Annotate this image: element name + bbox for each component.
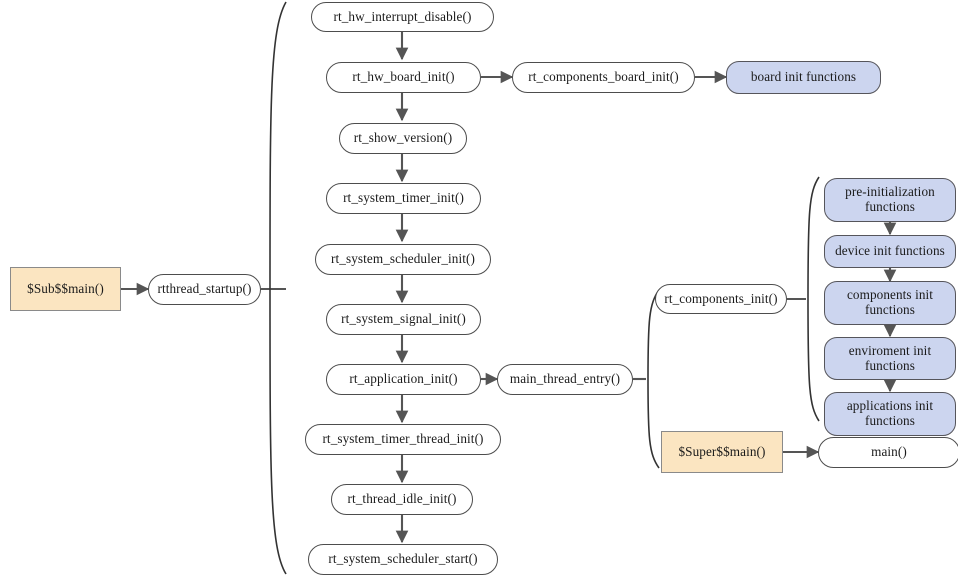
node-rt-application-init[interactable]: rt_application_init(): [326, 364, 481, 395]
node-rt-components-board-init-label: rt_components_board_init(): [528, 69, 679, 85]
node-device-init-functions[interactable]: device init functions: [824, 235, 956, 268]
node-main-thread-entry[interactable]: main_thread_entry(): [497, 364, 633, 395]
node-enviroment-init-functions[interactable]: enviroment init functions: [824, 337, 956, 380]
node-rt-system-scheduler-init[interactable]: rt_system_scheduler_init(): [315, 244, 491, 275]
node-rt-system-scheduler-init-label: rt_system_scheduler_init(): [331, 251, 475, 267]
node-rt-system-signal-init[interactable]: rt_system_signal_init(): [326, 304, 481, 335]
node-rt-hw-interrupt-disable[interactable]: rt_hw_interrupt_disable(): [311, 2, 494, 32]
node-rt-system-timer-thread-init-label: rt_system_timer_thread_init(): [322, 431, 484, 447]
node-pre-initialization-functions[interactable]: pre-initialization functions: [824, 178, 956, 222]
node-rt-system-signal-init-label: rt_system_signal_init(): [341, 311, 466, 327]
node-rtthread-startup[interactable]: rtthread_startup(): [148, 274, 261, 305]
node-rt-system-timer-thread-init[interactable]: rt_system_timer_thread_init(): [305, 424, 501, 455]
node-rt-components-init-label: rt_components_init(): [664, 290, 778, 306]
node-components-init-functions[interactable]: components init functions: [824, 281, 956, 325]
node-super-main[interactable]: $Super$$main(): [661, 431, 783, 473]
node-applications-init-functions[interactable]: applications init functions: [824, 392, 956, 436]
node-rt-show-version[interactable]: rt_show_version(): [339, 123, 467, 154]
node-rt-components-board-init[interactable]: rt_components_board_init(): [512, 62, 695, 93]
node-rt-system-scheduler-start-label: rt_system_scheduler_start(): [328, 551, 478, 567]
node-rt-system-timer-init-label: rt_system_timer_init(): [343, 190, 464, 206]
node-device-init-functions-label: device init functions: [835, 243, 945, 259]
node-super-main-label: $Super$$main(): [678, 443, 766, 459]
node-rt-thread-idle-init-label: rt_thread_idle_init(): [347, 491, 457, 507]
node-main[interactable]: main(): [818, 437, 958, 468]
node-rt-hw-interrupt-disable-label: rt_hw_interrupt_disable(): [333, 8, 472, 24]
node-rt-thread-idle-init[interactable]: rt_thread_idle_init(): [331, 484, 473, 515]
node-main-label: main(): [871, 444, 907, 460]
node-rt-system-timer-init[interactable]: rt_system_timer_init(): [326, 183, 481, 214]
node-rt-hw-board-init-label: rt_hw_board_init(): [352, 69, 455, 85]
node-main-thread-entry-label: main_thread_entry(): [509, 371, 621, 387]
node-enviroment-init-functions-label: enviroment init functions: [848, 342, 932, 373]
node-sub-main[interactable]: $Sub$$main(): [10, 267, 121, 311]
node-applications-init-functions-label: applications init functions: [846, 398, 934, 428]
node-sub-main-label: $Sub$$main(): [27, 280, 104, 296]
node-rt-hw-board-init[interactable]: rt_hw_board_init(): [326, 62, 481, 93]
node-pre-initialization-functions-label: pre-initialization functions: [845, 184, 935, 214]
node-rt-system-scheduler-start[interactable]: rt_system_scheduler_start(): [308, 544, 498, 575]
node-components-init-functions-label: components init functions: [846, 287, 934, 317]
node-rt-application-init-label: rt_application_init(): [349, 371, 458, 387]
node-board-init-functions-label: board init functions: [750, 69, 857, 85]
node-rt-show-version-label: rt_show_version(): [353, 130, 453, 146]
node-rtthread-startup-label: rtthread_startup(): [157, 281, 252, 297]
node-rt-components-init[interactable]: rt_components_init(): [655, 284, 787, 314]
node-board-init-functions[interactable]: board init functions: [726, 61, 881, 94]
